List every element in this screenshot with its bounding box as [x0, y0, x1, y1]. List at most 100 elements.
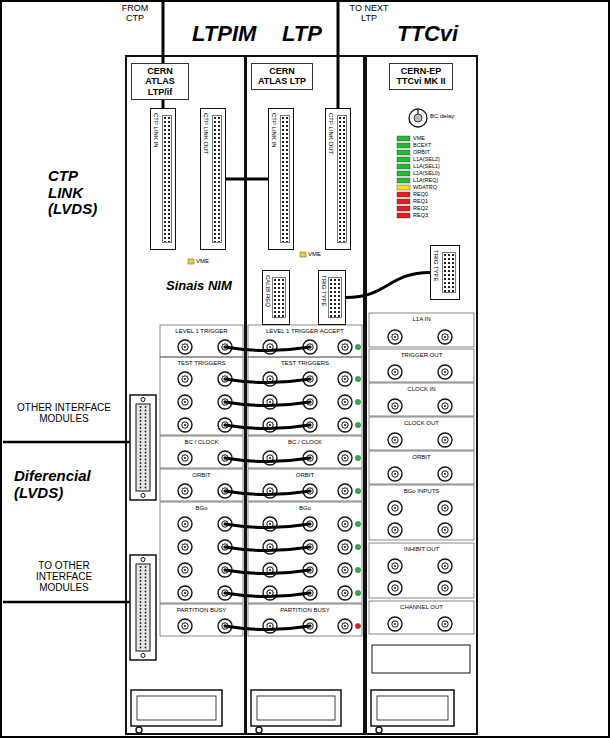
- connector-pin: [140, 445, 142, 447]
- bnc-connector: [388, 330, 402, 344]
- status-led: [355, 623, 360, 628]
- module-plate: CERN-EP TTCvi MK II: [389, 63, 453, 90]
- bnc-connector: [338, 395, 352, 409]
- bnc-connector: [344, 378, 346, 380]
- socket-label: CTP LINK OUT: [202, 113, 209, 154]
- connector-pin: [140, 591, 142, 593]
- connector-pin: [140, 434, 142, 436]
- led-label: L1A(SEL1): [413, 163, 475, 169]
- bnc-connector: [444, 587, 446, 589]
- bnc-connector: [178, 563, 192, 577]
- bnc-connector: [182, 399, 188, 405]
- rotary-switch: [409, 109, 427, 127]
- link-cable: [346, 273, 430, 298]
- status-led: [355, 399, 360, 404]
- connector-pin: [145, 438, 147, 440]
- connector-pin: [140, 459, 142, 461]
- section-label: CLOCK OUT: [369, 420, 474, 427]
- led-label: REQ3: [413, 212, 475, 218]
- bnc-connector: [338, 517, 352, 531]
- section-label: L1A IN: [369, 316, 474, 323]
- status-led: [397, 192, 410, 197]
- connector-pin: [145, 598, 147, 600]
- connector-pin: [145, 434, 147, 436]
- connector-pin: [145, 424, 147, 426]
- connector-pin: [145, 573, 147, 575]
- connector-pin: [140, 619, 142, 621]
- section-label: LEVEL 1 TRIGGER ACCEPT: [248, 328, 362, 335]
- bnc-connector: [438, 433, 452, 447]
- connector-pin: [140, 587, 142, 589]
- bnc-connector: [182, 422, 188, 428]
- connector-pin: [140, 483, 142, 485]
- connector-pin: [145, 473, 147, 475]
- nim-cable: [225, 347, 310, 351]
- bnc-connector: [342, 422, 348, 428]
- module-title: LTP: [282, 21, 322, 46]
- signal-section: [160, 357, 243, 435]
- connector-pin: [145, 629, 147, 631]
- rotary-switch: [414, 114, 422, 122]
- bnc-connector: [388, 399, 402, 413]
- module-handle: [377, 696, 448, 720]
- bnc-connector: [438, 581, 452, 595]
- bnc-connector: [182, 521, 188, 527]
- bnc-connector: [342, 399, 348, 405]
- signal-section: [160, 604, 243, 636]
- bnc-connector: [269, 401, 271, 403]
- nim-cable: [225, 547, 310, 551]
- screw: [141, 398, 145, 402]
- bnc-connector: [394, 507, 396, 509]
- connector-pin: [140, 573, 142, 575]
- connector-pin: [145, 476, 147, 478]
- bnc-connector: [178, 395, 192, 409]
- bnc-connector: [269, 546, 271, 548]
- status-led: [355, 590, 360, 595]
- bnc-connector: [178, 418, 192, 432]
- nim-cable: [225, 402, 310, 406]
- ribbon-socket: CALIB REQ: [262, 270, 290, 325]
- bnc-connector: [442, 403, 448, 409]
- connector-pin: [140, 452, 142, 454]
- status-led: [397, 143, 410, 148]
- screw: [136, 727, 142, 733]
- signal-section: [369, 417, 474, 450]
- connector-pin: [145, 584, 147, 586]
- bnc-connector: [342, 521, 348, 527]
- status-led: [397, 150, 410, 155]
- connector-pin: [140, 420, 142, 422]
- socket-label: TRIG TYPE: [320, 275, 327, 307]
- bnc-connector: [178, 619, 192, 633]
- connector-pin: [145, 466, 147, 468]
- bnc-connector: [338, 563, 352, 577]
- connector-pin: [140, 626, 142, 628]
- status-led: [397, 178, 410, 183]
- bnc-connector: [438, 559, 452, 573]
- bnc-connector: [394, 587, 396, 589]
- connector-pin: [145, 580, 147, 582]
- connector-pin: [140, 622, 142, 624]
- bnc-connector: [444, 623, 446, 625]
- bnc-connector: [269, 378, 271, 380]
- signal-section: [369, 543, 474, 598]
- bnc-connector: [178, 517, 192, 531]
- bnc-connector: [392, 334, 398, 340]
- bnc-connector: [442, 563, 448, 569]
- led-label: L1A(SEL2): [413, 156, 475, 162]
- connector-pin: [140, 427, 142, 429]
- section-label: CLOCK IN: [369, 386, 474, 393]
- switch-label: BC delay: [430, 113, 476, 120]
- connector-pin: [145, 647, 147, 649]
- bnc-connector: [388, 581, 402, 595]
- bnc-connector: [438, 523, 452, 537]
- bnc-connector: [438, 467, 452, 481]
- bnc-connector: [438, 399, 452, 413]
- connector-pins: [280, 115, 290, 243]
- bnc-connector: [344, 457, 346, 459]
- nim-cable: [225, 491, 310, 495]
- connector-pin: [145, 566, 147, 568]
- connector-pin: [145, 594, 147, 596]
- bnc-connector: [342, 590, 348, 596]
- bnc-connector: [444, 439, 446, 441]
- status-led: [355, 521, 360, 526]
